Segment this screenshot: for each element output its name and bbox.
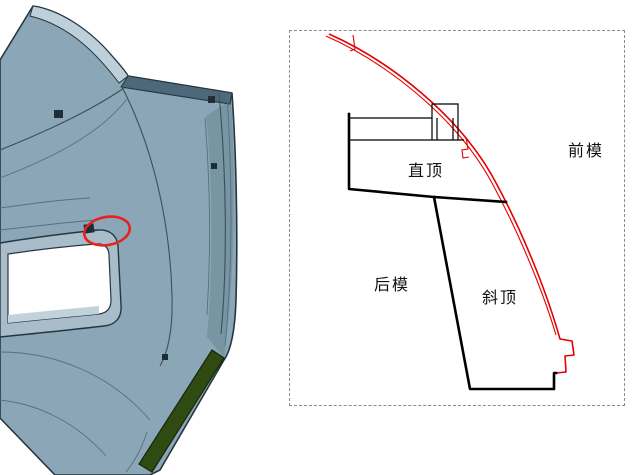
part-profile-clip-hook [461, 136, 470, 159]
opening-hole [7, 243, 112, 324]
highlight-ellipse-annotation [82, 215, 132, 247]
clip-feature-3 [211, 163, 217, 169]
label-lifter: 斜顶 [481, 290, 519, 307]
ejector-head [431, 103, 459, 140]
clip-feature-1 [54, 110, 63, 118]
core-ejector-boundary [347, 112, 508, 204]
panel-crease-2 [0, 98, 128, 179]
part-profile-red-inner [325, 35, 557, 336]
clip-feature-4 [162, 354, 168, 360]
lifter-boundary [432, 195, 558, 391]
bumper-3d-svg [0, 5, 238, 475]
label-front-mold: 前模 [567, 143, 605, 160]
ledge-line [0, 219, 97, 231]
label-straight-ejector: 直顶 [407, 163, 445, 180]
mid-crease [0, 197, 91, 209]
edge-trim-green [138, 349, 225, 473]
lower-crease-1 [0, 351, 151, 421]
panel-crease-1 [0, 87, 125, 151]
part-profile-red-outer [328, 33, 575, 374]
mold-section-diagram: 直顶 前模 后模 斜顶 [289, 30, 625, 406]
flange-line-1 [218, 92, 226, 335]
label-rear-mold: 后模 [373, 277, 411, 294]
mold-section-svg [325, 33, 575, 391]
flange-line-3 [204, 117, 210, 316]
upper-flange [120, 75, 233, 105]
opening-inner-wall [8, 306, 99, 323]
lower-crease-3 [125, 431, 148, 473]
flange-line-2 [224, 93, 232, 347]
lower-crease-2 [0, 399, 107, 457]
clip-feature-2 [208, 96, 215, 103]
side-transition-crease [121, 86, 173, 367]
part-profile-top-tick [349, 34, 356, 52]
top-surface [29, 5, 129, 84]
bumper-3d-view [0, 0, 240, 475]
